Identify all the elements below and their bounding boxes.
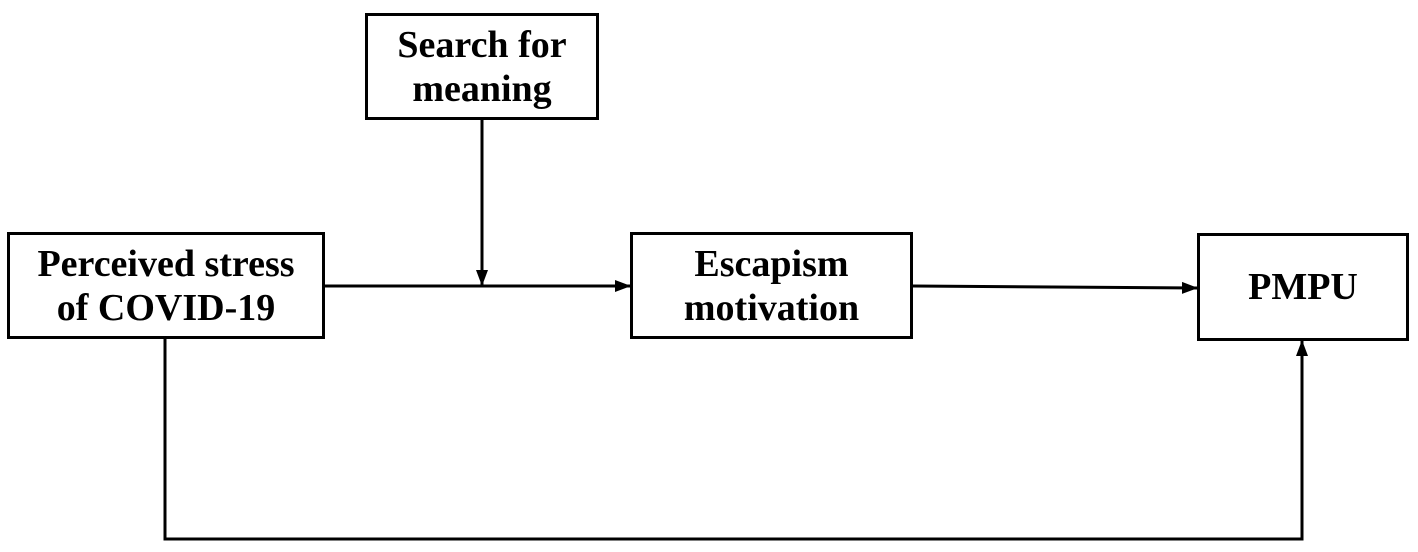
node-label-line: meaning [412,67,552,110]
node-label-line: PMPU [1248,266,1358,308]
node-label-line: of COVID-19 [56,286,276,329]
node-pmpu: PMPU [1197,233,1409,341]
edge-stress-to-pmpu-direct [163,339,1308,541]
node-escapism-motivation: Escapism motivation [630,232,913,339]
node-label-line: Escapism [694,242,849,285]
node-perceived-stress: Perceived stress of COVID-19 [7,232,325,339]
node-label-line: Perceived stress [37,242,295,285]
node-label-line: Search for [397,23,567,66]
edge-escapism-to-pmpu [912,281,1198,294]
node-label-line: motivation [683,286,860,329]
node-search-for-meaning: Search for meaning [365,13,599,120]
